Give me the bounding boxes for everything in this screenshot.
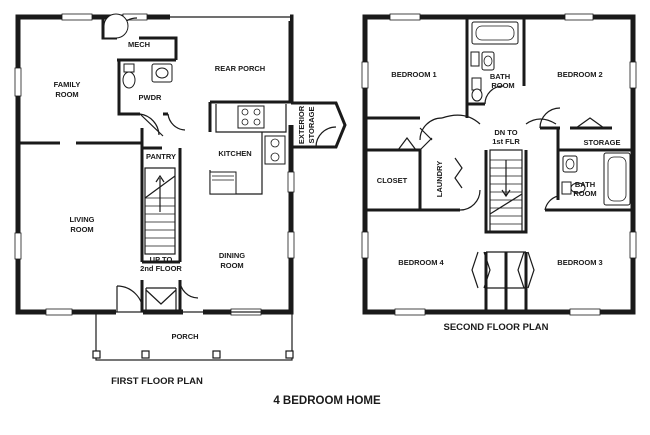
room-label-exterior-storage-line1: EXTERIOR	[297, 105, 306, 144]
room-label-family-line1: FAMILY	[54, 80, 81, 89]
bath1-toilet-bowl	[471, 88, 483, 102]
bath2-sink	[562, 155, 578, 173]
exterior-storage-walls	[291, 101, 347, 149]
second-floor-hall	[441, 114, 557, 125]
room-label-pwdr: PWDR	[139, 93, 162, 102]
room-label-bath2-line1: BATH	[575, 180, 595, 189]
first-floor-interior-walls	[18, 17, 291, 312]
bath2-tub	[603, 152, 631, 206]
exterior-storage-door	[315, 126, 337, 148]
first-floor-caption: FIRST FLOOR PLAN	[111, 376, 203, 387]
second-floor-doors	[397, 85, 605, 289]
second-floor-fixtures	[470, 21, 631, 206]
refrigerator-detail	[212, 175, 234, 181]
stair-label-up-line1: UP TO	[150, 255, 173, 264]
room-label-closet: CLOSET	[377, 176, 408, 185]
second-floor-plan: BEDROOM 1 BATH ROOM BEDROOM 2 DN TO 1st …	[361, 13, 637, 316]
stair-label-up-line2: 2nd FLOOR	[140, 264, 182, 273]
kitchen-range	[237, 105, 265, 129]
room-label-dining-line1: DINING	[219, 251, 245, 260]
first-floor-fixtures	[103, 13, 347, 195]
bath1-sink-counter	[470, 51, 480, 67]
bath2-toilet-tank	[561, 181, 572, 195]
room-label-kitchen: KITCHEN	[218, 149, 251, 158]
bath2-toilet-bowl	[570, 182, 586, 194]
room-label-bedroom-4: BEDROOM 4	[398, 258, 444, 267]
exterior-storage-opening	[287, 103, 295, 125]
room-label-family-line2: ROOM	[55, 90, 78, 99]
room-label-storage: STORAGE	[584, 138, 621, 147]
room-label-bath1-line1: BATH	[490, 72, 510, 81]
room-label-laundry: LAUNDRY	[435, 161, 444, 197]
bath1-tub	[471, 21, 519, 45]
sheet-title: 4 BEDROOM HOME	[273, 395, 381, 407]
first-floor-labels: MECH FAMILY ROOM REAR PORCH PWDR PANTRY …	[54, 40, 316, 341]
second-floor-windows	[361, 13, 637, 316]
room-label-bedroom-3: BEDROOM 3	[557, 258, 602, 267]
pwdr-toilet-tank	[123, 63, 135, 73]
stair-label-down-line2: 1st FLR	[492, 137, 520, 146]
room-label-living-line1: LIVING	[69, 215, 94, 224]
room-label-bedroom-1: BEDROOM 1	[391, 70, 436, 79]
room-label-porch: PORCH	[171, 332, 198, 341]
mech-water-heater	[103, 13, 129, 39]
front-porch	[92, 311, 294, 361]
stair-label-down-line1: DN TO	[494, 128, 517, 137]
second-floor-stair	[489, 149, 523, 233]
room-label-mech: MECH	[128, 40, 150, 49]
room-label-bedroom-2: BEDROOM 2	[557, 70, 602, 79]
room-label-rear-porch: REAR PORCH	[215, 64, 265, 73]
bath1-sink	[481, 51, 495, 71]
kitchen-sink	[264, 135, 286, 165]
first-floor-doors	[116, 17, 199, 313]
room-label-exterior-storage-line2: STORAGE	[307, 107, 316, 144]
room-label-bath2-line2: ROOM	[573, 189, 596, 198]
room-label-pantry: PANTRY	[146, 152, 176, 161]
room-label-living-line2: ROOM	[70, 225, 93, 234]
first-floor-stair	[144, 167, 176, 255]
bath1-toilet-tank	[471, 77, 482, 91]
kitchen-refrigerator	[209, 171, 237, 195]
second-floor-exterior-walls	[362, 14, 636, 315]
first-floor-plan: MECH FAMILY ROOM REAR PORCH PWDR PANTRY …	[14, 13, 347, 361]
pwdr-sink-bowl	[155, 67, 169, 79]
room-label-bath1-line2: ROOM	[491, 81, 514, 90]
rear-door-opening	[183, 298, 203, 316]
room-label-dining-line2: ROOM	[220, 261, 243, 270]
second-floor-labels: BEDROOM 1 BATH ROOM BEDROOM 2 DN TO 1st …	[377, 70, 621, 267]
kitchen-upper-counter	[215, 104, 287, 133]
second-floor-caption: SECOND FLOOR PLAN	[443, 322, 548, 333]
pwdr-toilet-bowl	[122, 71, 136, 89]
second-floor-interior-walls	[365, 17, 633, 312]
